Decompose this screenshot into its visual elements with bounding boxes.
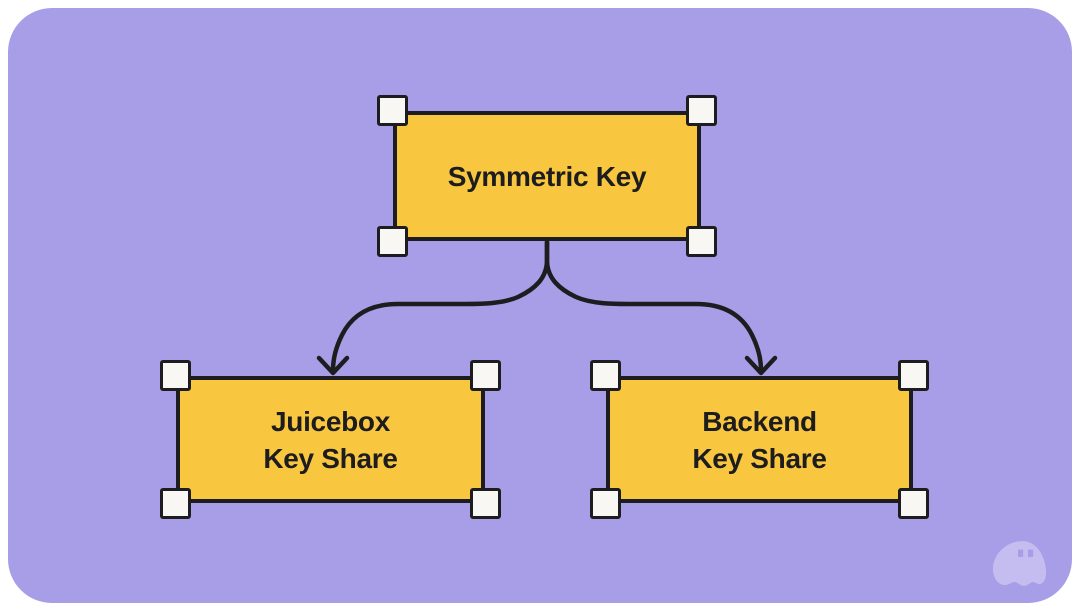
edge-to-backend-arrowhead (744, 355, 778, 376)
canvas-background: Symmetric Key Juicebox Key Share Backend… (8, 8, 1072, 603)
selection-handle-bottom-left[interactable] (160, 488, 191, 519)
selection-handle-bottom-right[interactable] (898, 488, 929, 519)
selection-handle-top-left[interactable] (377, 95, 408, 126)
edge-to-juicebox-arrowhead (316, 355, 350, 376)
selection-handle-top-right[interactable] (898, 360, 929, 391)
node-symmetric-key[interactable]: Symmetric Key (377, 95, 717, 257)
node-label-line2: Key Share (263, 442, 398, 474)
node-label: Symmetric Key (447, 160, 647, 192)
edge-to-backend (544, 239, 764, 373)
edge-to-juicebox (330, 239, 550, 373)
selection-handle-top-right[interactable] (686, 95, 717, 126)
selection-handle-bottom-right[interactable] (470, 488, 501, 519)
selection-handle-top-left[interactable] (590, 360, 621, 391)
ghost-logo-icon (992, 541, 1047, 586)
node-juicebox-key-share[interactable]: Juicebox Key Share (160, 360, 501, 519)
selection-handle-bottom-left[interactable] (590, 488, 621, 519)
selection-handle-top-left[interactable] (160, 360, 191, 391)
node-label-line1: Backend (702, 405, 817, 437)
selection-handle-top-right[interactable] (470, 360, 501, 391)
node-label-line1: Juicebox (271, 405, 390, 437)
node-label-line2: Key Share (692, 442, 827, 474)
selection-handle-bottom-right[interactable] (686, 226, 717, 257)
selection-handle-bottom-left[interactable] (377, 226, 408, 257)
connector-arrows (316, 239, 778, 376)
node-backend-key-share[interactable]: Backend Key Share (590, 360, 929, 519)
